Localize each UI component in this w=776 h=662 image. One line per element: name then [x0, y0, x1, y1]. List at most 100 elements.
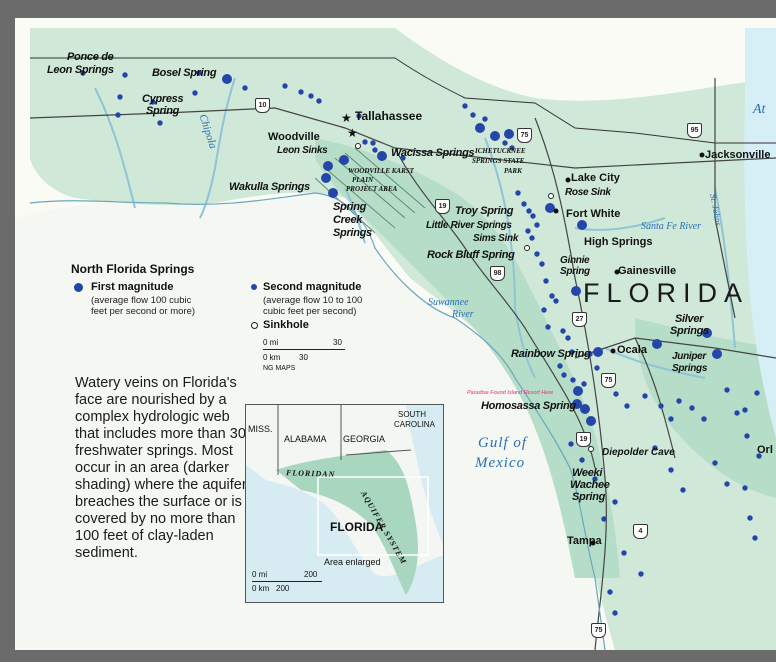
label-juniper-1: Juniper	[672, 351, 707, 362]
first-magnitude-spring-dot	[339, 155, 349, 165]
second-magnitude-spring-dot	[752, 535, 758, 541]
second-magnitude-spring-dot	[560, 328, 566, 334]
legend-second-magnitude-label: Second magnitude	[263, 281, 362, 293]
inset-label-florida: FLORIDA	[330, 520, 384, 534]
label-ichetucknee-3: PARK	[504, 167, 522, 175]
legend-sinkhole-marker	[251, 322, 258, 329]
city-woodville: Woodville	[268, 131, 320, 143]
second-magnitude-spring-dot	[356, 113, 362, 119]
second-magnitude-spring-dot	[658, 403, 664, 409]
second-magnitude-spring-dot	[587, 351, 593, 357]
inset-label-georgia: GEORGIA	[343, 434, 386, 444]
legend-first-magnitude-desc: (average flow 100 cubic feet per second …	[91, 295, 196, 317]
second-magnitude-spring-dot	[724, 387, 730, 393]
sinkhole-marker	[524, 245, 530, 251]
second-magnitude-spring-dot	[652, 445, 658, 451]
inset-scale-mi-zero: 0 mi	[252, 570, 268, 579]
inset-atlantic	[406, 405, 443, 545]
second-magnitude-spring-dot	[621, 550, 627, 556]
city-lake-city: Lake City	[571, 172, 620, 184]
capital-star-icon: ★	[341, 111, 352, 125]
label-woodville-karst-2: PLAIN	[352, 176, 373, 184]
label-ginnie-1: Ginnie	[560, 255, 590, 266]
second-magnitude-spring-dot	[539, 261, 545, 267]
map-description: Watery veins on Florida's face are nouri…	[75, 375, 254, 561]
inset-label-south-carolina-2: CAROLINA	[394, 420, 435, 429]
legend-scale-km-zero: 0 km	[263, 353, 281, 362]
second-magnitude-spring-dot	[592, 476, 598, 482]
second-magnitude-spring-dot	[607, 589, 613, 595]
second-magnitude-spring-dot	[242, 85, 248, 91]
legend-scale-km-value: 30	[299, 353, 308, 362]
legend-first-magnitude-label: First magnitude	[91, 281, 174, 293]
label-homosassa-spring: Homosassa Spring	[481, 400, 576, 412]
second-magnitude-spring-dot	[624, 403, 630, 409]
second-magnitude-spring-dot	[747, 515, 753, 521]
second-magnitude-spring-dot	[362, 139, 368, 145]
label-cypress-1: Cypress	[142, 93, 184, 105]
first-magnitude-spring-dot	[475, 123, 485, 133]
city-point	[614, 269, 620, 275]
second-magnitude-spring-dot	[581, 381, 587, 387]
inset-area-enlarged-box	[317, 476, 429, 556]
first-magnitude-spring-dot	[580, 404, 590, 414]
city-point	[699, 152, 705, 158]
inset-scale-km-zero: 0 km	[252, 584, 270, 593]
label-leon-sinks: Leon Sinks	[277, 145, 328, 156]
label-santa-fe-river: Santa Fe River	[641, 221, 701, 232]
first-magnitude-spring-dot	[222, 74, 232, 84]
second-magnitude-spring-dot	[557, 363, 563, 369]
label-spring-creek-3: Springs	[333, 227, 372, 239]
city-point	[610, 348, 616, 354]
second-magnitude-spring-dot	[612, 610, 618, 616]
label-rock-bluff-spring: Rock Bluff Spring	[427, 249, 515, 261]
second-magnitude-spring-dot	[570, 377, 576, 383]
legend-scale-bar	[263, 349, 345, 350]
second-magnitude-spring-dot	[122, 72, 128, 78]
city-point	[553, 208, 559, 214]
sinkhole-marker	[548, 193, 554, 199]
coastline	[29, 192, 606, 650]
second-magnitude-spring-dot	[470, 112, 476, 118]
city-gainesville: Gainesville	[618, 265, 677, 277]
first-magnitude-spring-dot	[545, 203, 555, 213]
second-magnitude-spring-dot	[534, 222, 540, 228]
route-98-shield: 98	[490, 266, 505, 281]
inset-label-alabama: ALABAMA	[284, 434, 327, 444]
second-magnitude-spring-dot	[712, 460, 718, 466]
second-magnitude-spring-dot	[502, 140, 508, 146]
second-magnitude-spring-dot	[676, 398, 682, 404]
second-magnitude-spring-dot	[553, 298, 559, 304]
second-magnitude-spring-dot	[744, 433, 750, 439]
inset-label-south-carolina-1: SOUTH	[398, 410, 426, 419]
second-magnitude-spring-dot	[594, 365, 600, 371]
label-weeki-wachee-2: Wachee	[570, 479, 610, 491]
second-magnitude-spring-dot	[370, 140, 376, 146]
aquifer-dark-east	[635, 318, 776, 498]
second-magnitude-spring-dot	[157, 120, 163, 126]
second-magnitude-spring-dot	[525, 228, 531, 234]
label-rose-sink: Rose Sink	[565, 187, 611, 198]
first-magnitude-spring-dot	[323, 161, 333, 171]
second-magnitude-spring-dot	[526, 208, 532, 214]
second-magnitude-spring-dot	[308, 93, 314, 99]
label-silver-1: Silver	[675, 313, 704, 325]
roads	[29, 78, 776, 650]
city-high-springs: High Springs	[584, 236, 653, 248]
second-magnitude-spring-dot	[613, 391, 619, 397]
route-75-shield-north: 75	[517, 128, 532, 143]
label-ponce-de-leon-1: Ponce de	[67, 51, 114, 63]
legend-title: North Florida Springs	[71, 262, 195, 276]
label-little-river-springs: Little River Springs	[426, 220, 512, 231]
second-magnitude-spring-dot	[701, 416, 707, 422]
first-magnitude-spring-dot	[328, 188, 338, 198]
first-magnitude-spring-dot	[702, 328, 712, 338]
second-magnitude-spring-dot	[638, 571, 644, 577]
inset-label-miss: MISS.	[248, 424, 273, 434]
label-woodville-karst-3: PROJECT AREA	[346, 185, 398, 193]
second-magnitude-spring-dot	[400, 155, 406, 161]
inset-aquifer	[276, 450, 418, 595]
second-magnitude-spring-dot	[579, 457, 585, 463]
city-orlando: Orl	[757, 444, 773, 456]
first-magnitude-spring-dot	[571, 286, 581, 296]
